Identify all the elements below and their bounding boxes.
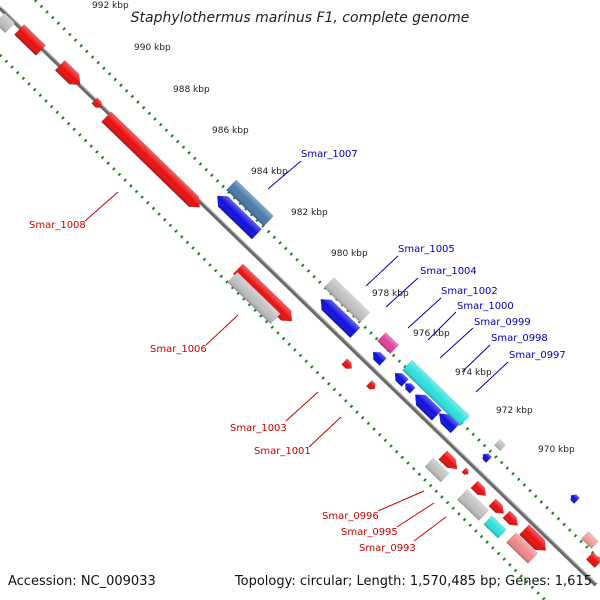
label-leader-line xyxy=(475,361,509,393)
label-leader-line xyxy=(407,297,442,329)
label-leader-line xyxy=(461,344,491,373)
gene-other[interactable] xyxy=(581,531,599,549)
label-leader-line xyxy=(308,416,342,448)
label-leader-line xyxy=(413,516,447,542)
label-leader-line xyxy=(285,391,319,422)
tick-label: 982 kbp xyxy=(291,208,328,218)
forward-gene[interactable] xyxy=(91,97,105,111)
gene-label-smar-0999[interactable]: Smar_0999 xyxy=(474,317,531,328)
forward-gene[interactable] xyxy=(585,551,600,569)
tick-label: 972 kbp xyxy=(496,406,533,416)
tick-label: 976 kbp xyxy=(413,329,450,339)
tick-track-line xyxy=(0,53,547,600)
tick-label: 970 kbp xyxy=(538,445,575,455)
gene-smar-0997[interactable] xyxy=(480,451,493,464)
label-leader-line xyxy=(84,191,119,222)
tick-track-line xyxy=(33,0,600,562)
forward-gene[interactable] xyxy=(502,510,521,529)
accession-text: Accession: NC_009033 xyxy=(8,574,156,589)
label-leader-line xyxy=(396,502,435,528)
reverse-gene[interactable] xyxy=(410,390,442,421)
reverse-gene[interactable] xyxy=(316,294,361,339)
gene-label-smar-1004[interactable]: Smar_1004 xyxy=(420,266,477,277)
gene-label-smar-1000[interactable]: Smar_1000 xyxy=(457,301,514,312)
gene-smar-1007[interactable] xyxy=(226,179,274,227)
gene-smar-1004[interactable] xyxy=(377,332,399,354)
forward-gene[interactable] xyxy=(54,59,85,90)
gene-other[interactable] xyxy=(227,271,281,325)
tick-label: 980 kbp xyxy=(331,249,368,259)
gene-smar-1003[interactable] xyxy=(341,358,355,372)
gene-smar-0993[interactable] xyxy=(519,524,550,556)
label-leader-line xyxy=(427,311,457,341)
tick-label: 990 kbp xyxy=(134,43,171,53)
gene-label-smar-1001[interactable]: Smar_1001 xyxy=(254,446,311,457)
reverse-gene[interactable] xyxy=(212,191,262,240)
tick-label: 974 kbp xyxy=(455,368,492,378)
label-leader-line xyxy=(205,314,239,346)
forward-gene[interactable] xyxy=(470,480,489,499)
genome-stats-text: Topology: circular; Length: 1,570,485 bp… xyxy=(234,574,592,589)
tick-label: 988 kbp xyxy=(173,85,210,95)
tick-label: 992 kbp xyxy=(92,1,129,11)
gene-label-smar-0997[interactable]: Smar_0997 xyxy=(509,350,566,361)
genome-backbone xyxy=(0,6,598,587)
gene-smar-1001[interactable] xyxy=(365,379,377,391)
gene-smar-1006[interactable] xyxy=(232,263,297,326)
forward-gene[interactable] xyxy=(14,24,46,56)
label-leader-line xyxy=(365,255,399,287)
label-leader-line xyxy=(385,277,419,308)
gene-label-smar-0995[interactable]: Smar_0995 xyxy=(341,527,398,538)
gene-label-smar-1006[interactable]: Smar_1006 xyxy=(150,344,207,355)
gene-label-smar-1002[interactable]: Smar_1002 xyxy=(441,286,498,297)
gene-smar-1002[interactable] xyxy=(369,349,387,366)
gene-label-smar-0996[interactable]: Smar_0996 xyxy=(322,511,379,522)
label-leader-line xyxy=(267,160,302,190)
tick-label: 978 kbp xyxy=(372,289,409,299)
gene-smar-1000[interactable] xyxy=(402,359,470,427)
map-title: Staphylothermus marinus F1, complete gen… xyxy=(130,10,470,26)
gene-label-smar-0998[interactable]: Smar_0998 xyxy=(491,333,548,344)
gene-smar-0999[interactable] xyxy=(391,370,409,387)
gene-label-smar-1007[interactable]: Smar_1007 xyxy=(301,149,358,160)
label-leader-line xyxy=(439,327,474,359)
gene-smar-0996[interactable] xyxy=(461,467,470,476)
tick-label: 986 kbp xyxy=(212,126,249,136)
gene-label-smar-1008[interactable]: Smar_1008 xyxy=(29,220,86,231)
forward-gene[interactable] xyxy=(488,498,507,517)
gene-smar-1008[interactable] xyxy=(101,111,204,213)
gene-other[interactable] xyxy=(424,457,450,483)
gene-label-smar-0993[interactable]: Smar_0993 xyxy=(359,543,416,554)
gene-smar-1005[interactable] xyxy=(323,277,371,323)
gene-other[interactable] xyxy=(457,489,489,521)
tick-label: 984 kbp xyxy=(251,167,288,177)
gene-other[interactable] xyxy=(0,12,16,34)
gene-label-smar-1005[interactable]: Smar_1005 xyxy=(398,244,455,255)
gene-rna[interactable] xyxy=(483,515,507,539)
gene-smar-0998[interactable] xyxy=(403,381,416,394)
gene-other[interactable] xyxy=(493,438,507,452)
reverse-gene[interactable] xyxy=(435,409,460,434)
gene-smar-0995[interactable] xyxy=(506,532,538,564)
reverse-gene[interactable] xyxy=(568,492,581,505)
gene-label-smar-1003[interactable]: Smar_1003 xyxy=(230,423,287,434)
forward-gene[interactable] xyxy=(438,450,462,474)
label-leader-line xyxy=(377,490,425,512)
